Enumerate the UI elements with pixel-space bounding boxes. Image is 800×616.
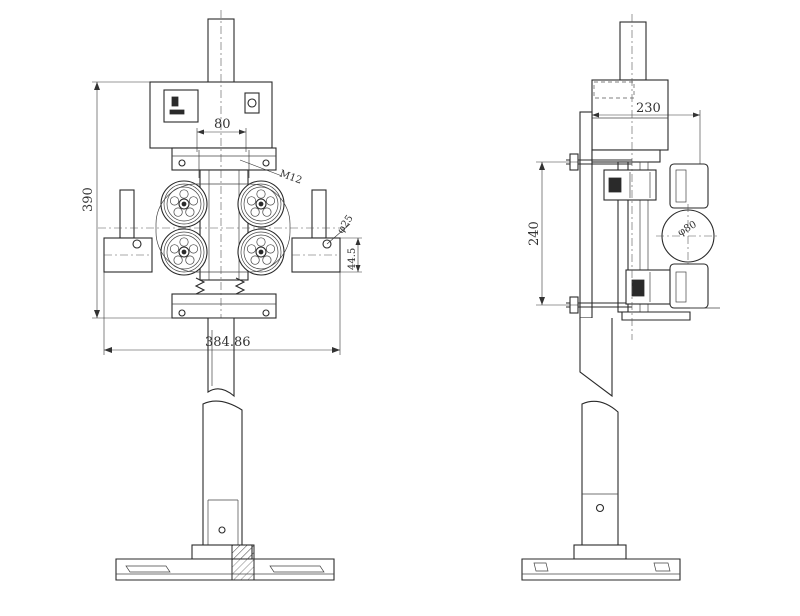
front-view: 390 384.86 80 M12 φ25 xyxy=(81,10,362,581)
front-roller-bottom-left xyxy=(160,228,208,276)
side-dim-span: 240 xyxy=(527,161,580,306)
front-base-plate xyxy=(115,558,335,581)
dim-pin-dia: φ25 xyxy=(335,213,355,235)
side-view: 230 φ80 xyxy=(521,14,720,581)
dim-pin-height: 44.5 xyxy=(347,248,358,270)
front-roller-top-right xyxy=(237,180,285,228)
side-top-mast xyxy=(619,21,647,81)
front-lower-bracket xyxy=(171,293,277,319)
front-roller-bottom-right xyxy=(237,228,285,276)
front-switch-icon xyxy=(244,92,260,114)
side-dim-depth: 230 xyxy=(592,101,701,168)
side-upper-roller-housing xyxy=(669,163,709,209)
dim-bolt: M12 xyxy=(278,168,303,186)
front-roller-top-left xyxy=(160,180,208,228)
side-lower-roller-housing xyxy=(669,263,709,309)
front-dimensions: 390 384.86 80 M12 φ25 xyxy=(81,81,362,355)
dim-box-width: 80 xyxy=(214,117,231,132)
side-lower-pipe xyxy=(579,318,613,398)
front-display-panel xyxy=(163,89,199,123)
front-left-arm xyxy=(103,189,153,273)
dim-overall-width: 384.86 xyxy=(205,335,251,350)
side-base-plate xyxy=(521,558,681,581)
side-column xyxy=(581,400,619,546)
side-support-plate xyxy=(579,111,593,319)
front-column xyxy=(202,400,243,546)
dim-overall-height: 390 xyxy=(81,187,96,212)
front-control-box xyxy=(149,81,273,149)
dim-roller-span: 240 xyxy=(527,221,542,246)
front-upper-bracket xyxy=(171,147,277,171)
front-right-arm xyxy=(291,189,341,273)
dim-depth: 230 xyxy=(636,101,661,116)
front-lower-pipe xyxy=(207,317,235,398)
